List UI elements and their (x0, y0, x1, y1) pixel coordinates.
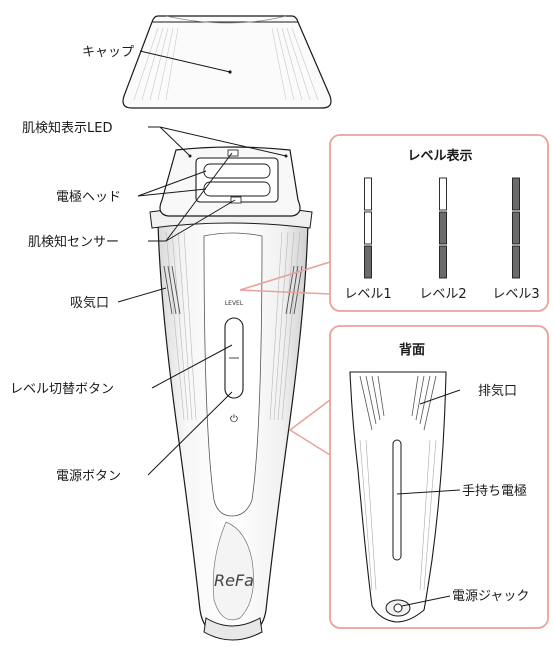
label-hand-electrode: 手持ち電極 (462, 483, 527, 499)
label-exhaust: 排気口 (478, 383, 517, 399)
label-power-jack: 電源ジャック (452, 589, 529, 604)
level-label-3: レベル3 (492, 287, 539, 302)
level-panel: レベル表示 レベル1 レベル2 レベル3 (239, 134, 549, 312)
logo: ReFa (214, 571, 254, 590)
level-panel-frame (329, 134, 549, 312)
label-skin-led: 肌検知表示LED (22, 120, 112, 136)
level-text: LEVEL (225, 300, 244, 307)
level-2-segment-3 (439, 245, 447, 279)
level-1-segment-2 (364, 211, 372, 245)
label-air-intake: 吸気口 (70, 295, 109, 311)
level-2-segment-1 (439, 177, 447, 211)
device-body: LEVEL ⏻ ReFa (149, 146, 313, 641)
level-3-segment-3 (512, 245, 520, 279)
level-label-2: レベル2 (419, 287, 466, 302)
level-1-segment-1 (364, 177, 372, 211)
level-1-segment-3 (364, 245, 372, 279)
back-panel: 背面 排気口 手持ち電極 電源ジャック (289, 325, 549, 629)
label-electrode-head: 電極ヘッド (56, 189, 121, 205)
label-level-button: レベル切替ボタン (10, 382, 114, 397)
label-cap: キャップ (82, 45, 134, 60)
level-panel-title: レベル表示 (407, 148, 472, 164)
hand-electrode (392, 439, 402, 561)
level-bars (364, 177, 520, 279)
label-skin-sensor: 肌検知センサー (28, 234, 119, 250)
cap (122, 15, 332, 109)
level-label-1: レベル1 (344, 287, 391, 302)
back-panel-title: 背面 (399, 342, 425, 358)
label-power-button: 電源ボタン (56, 469, 121, 484)
power-jack[interactable] (393, 603, 403, 613)
power-icon[interactable]: ⏻ (230, 414, 238, 425)
level-3-segment-1 (512, 177, 520, 211)
level-3-segment-2 (512, 211, 520, 245)
level-2-segment-2 (439, 211, 447, 245)
leader-lines (117, 50, 287, 476)
